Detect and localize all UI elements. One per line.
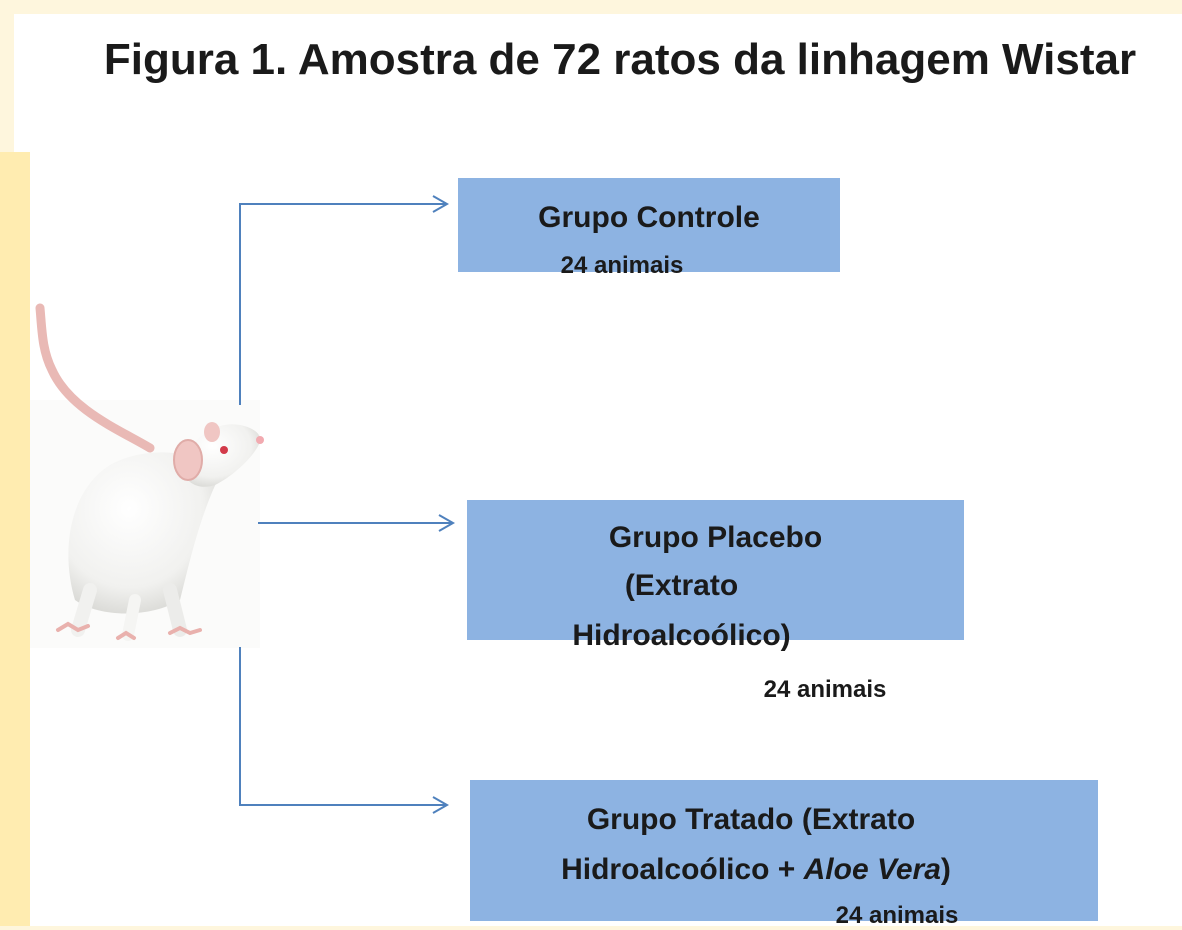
count-grupo-placebo: 24 animais [763,676,887,703]
rat-ear [204,422,220,442]
label-tratado-line2-prefix: Hidroalcoólico + [561,853,804,886]
count-grupo-controle: 24 animais [560,252,684,279]
rat-foot [116,630,136,640]
rat-nose [256,436,264,444]
box-grupo-placebo [467,500,964,640]
box-grupo-controle [458,178,840,272]
arrowhead-placebo [438,514,456,532]
rat-leg [122,594,141,641]
rat-foot [168,625,202,636]
label-grupo-placebo-line3: Hidroalcoólico) [572,619,791,652]
label-grupo-controle: Grupo Controle [538,201,760,234]
rat-leg [163,583,187,637]
label-grupo-placebo-line1: Grupo Placebo [608,521,823,554]
arrowhead-tratado [432,796,450,814]
white-rat-image [30,303,264,648]
label-grupo-placebo-line2: (Extrato [624,569,739,602]
rat-tail [35,303,155,453]
box-grupo-tratado [470,780,1098,921]
arrowhead-controle [432,195,450,213]
arrow-to-controle [239,203,447,405]
label-grupo-tratado-line1: Grupo Tratado (Extrato [586,803,916,836]
rat-ear [173,439,203,481]
rat-body [68,452,220,614]
label-aloe-vera: Aloe Vera [803,853,941,886]
rat-eye [220,446,228,454]
label-tratado-line2-suffix: ) [940,853,951,886]
rat-leg [71,583,97,637]
rat-foot [56,621,90,633]
figure-title: Figura 1. Amostra de 72 ratos da linhage… [103,35,1137,84]
arrow-to-tratado [239,647,447,806]
title-band [14,14,1182,152]
left-strip [0,152,30,926]
label-grupo-tratado-line2: Hidroalcoólico + Aloe Vera) [470,852,1098,887]
count-grupo-tratado: 24 animais [835,902,959,929]
